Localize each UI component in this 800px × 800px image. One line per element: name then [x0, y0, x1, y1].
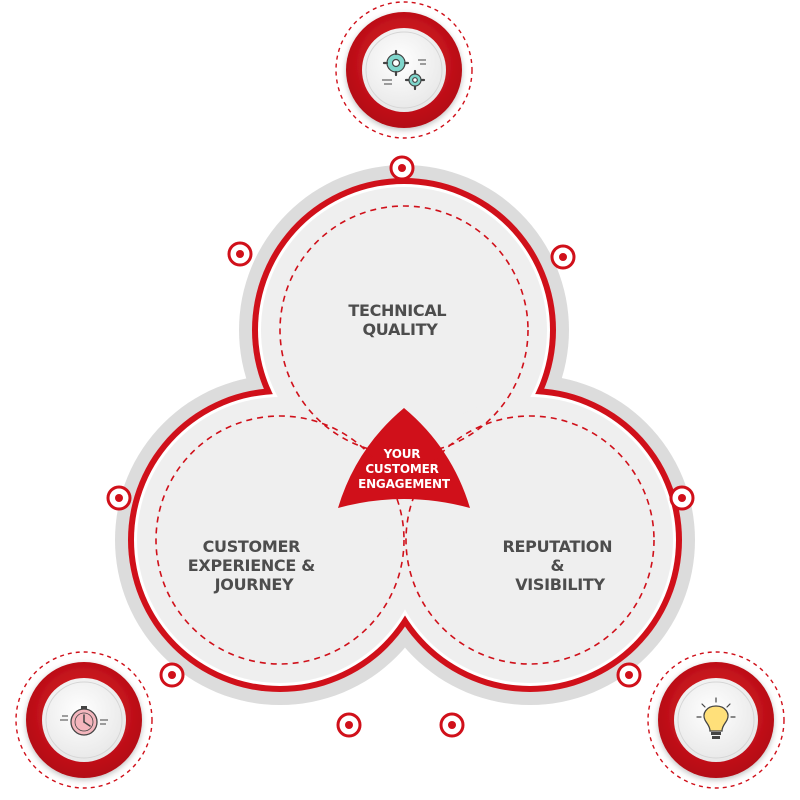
badge-bottom-left [15, 651, 153, 789]
right-circle-label: REPUTATION & VISIBILITY [503, 537, 618, 594]
center-label: YOUR CUSTOMER ENGAGEMENT [358, 447, 451, 491]
left-inner-dashed-circle [155, 415, 405, 665]
target-marker [616, 662, 642, 688]
target-marker [227, 241, 253, 267]
target-marker [106, 485, 132, 511]
right-inner-dashed-circle [405, 415, 655, 665]
badge-bottom-right [647, 651, 785, 789]
target-marker [439, 712, 465, 738]
badge-top [335, 1, 473, 139]
target-marker [550, 244, 576, 270]
clock-icon [60, 706, 108, 736]
target-markers [106, 155, 695, 738]
top-inner-dashed-circle [279, 205, 529, 455]
target-marker [389, 155, 415, 181]
target-marker [336, 712, 362, 738]
circle-fill [137, 187, 673, 683]
center-intersection [338, 408, 470, 508]
lightbulb-icon [696, 697, 736, 739]
top-circle-label: TECHNICAL QUALITY [348, 301, 451, 339]
target-marker [159, 662, 185, 688]
target-marker [669, 485, 695, 511]
gears-icon [382, 49, 426, 91]
dashed-circles [155, 205, 655, 665]
left-circle-label: CUSTOMER EXPERIENCE & JOURNEY [188, 537, 320, 594]
